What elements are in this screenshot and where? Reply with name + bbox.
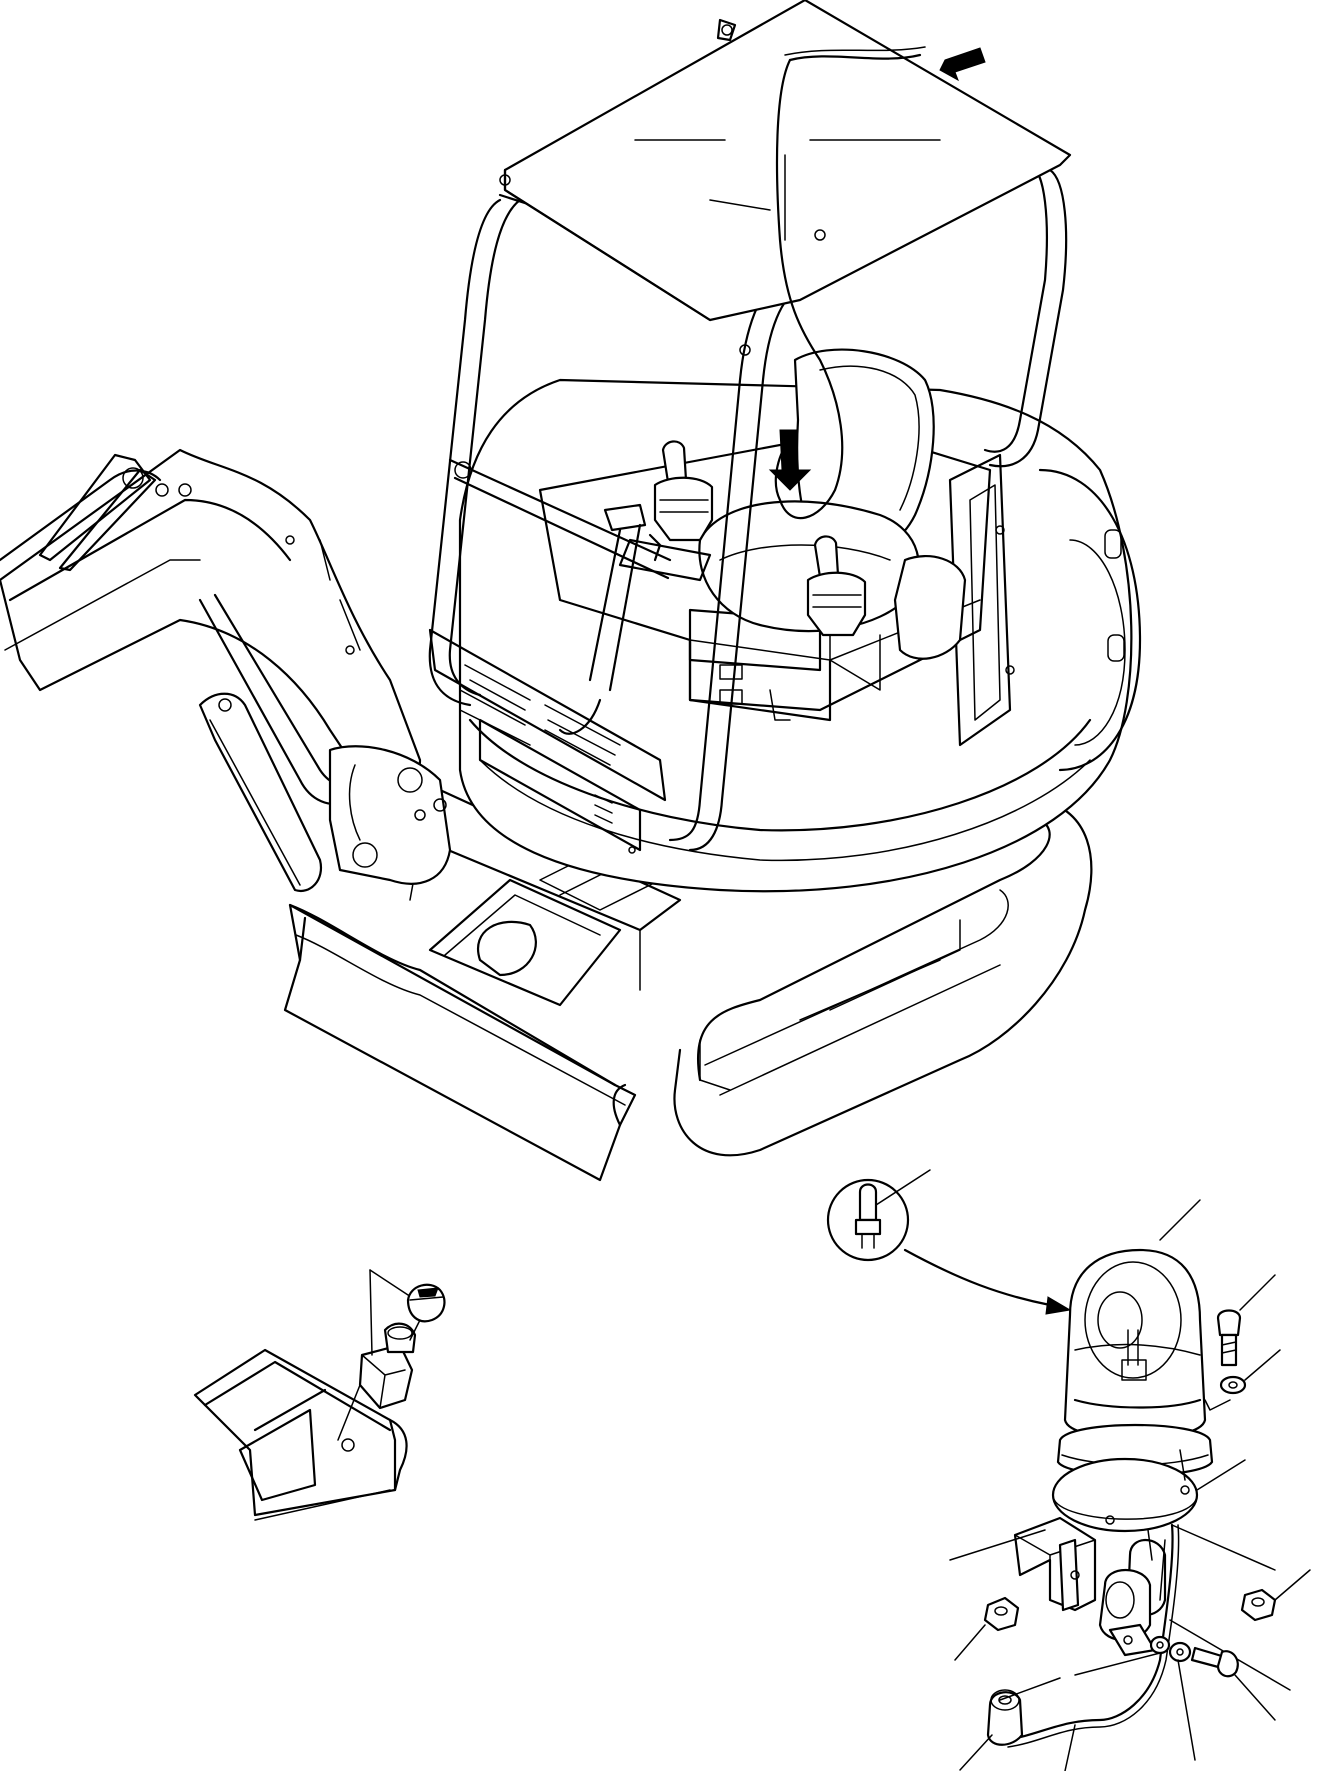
joystick-right bbox=[806, 535, 867, 637]
joystick-left bbox=[618, 440, 714, 582]
switch-knob bbox=[406, 1283, 446, 1341]
nut bbox=[954, 1596, 1020, 1661]
beacon-mounting-plate bbox=[1051, 1449, 1246, 1533]
switch-detail bbox=[193, 1269, 446, 1521]
excavator-illustration bbox=[0, 0, 1142, 1182]
washer bbox=[1204, 1349, 1281, 1411]
travel-levers bbox=[558, 503, 662, 735]
beacon-bulb bbox=[826, 1169, 1072, 1315]
washer bbox=[1074, 1635, 1196, 1761]
beacon-switch bbox=[337, 1322, 417, 1441]
beacon-bracket bbox=[949, 1516, 1167, 1657]
grommet bbox=[959, 1689, 1024, 1771]
boom-arm bbox=[0, 448, 452, 893]
beacon-detail bbox=[826, 1169, 1311, 1771]
dozer-blade bbox=[283, 903, 637, 1182]
nut bbox=[1240, 1569, 1311, 1622]
bolt bbox=[1190, 1646, 1276, 1721]
bolt bbox=[1216, 1274, 1276, 1367]
canopy-roof bbox=[499, 0, 1072, 356]
rotating-beacon bbox=[1056, 1199, 1214, 1477]
canopy-wiring bbox=[709, 46, 986, 520]
